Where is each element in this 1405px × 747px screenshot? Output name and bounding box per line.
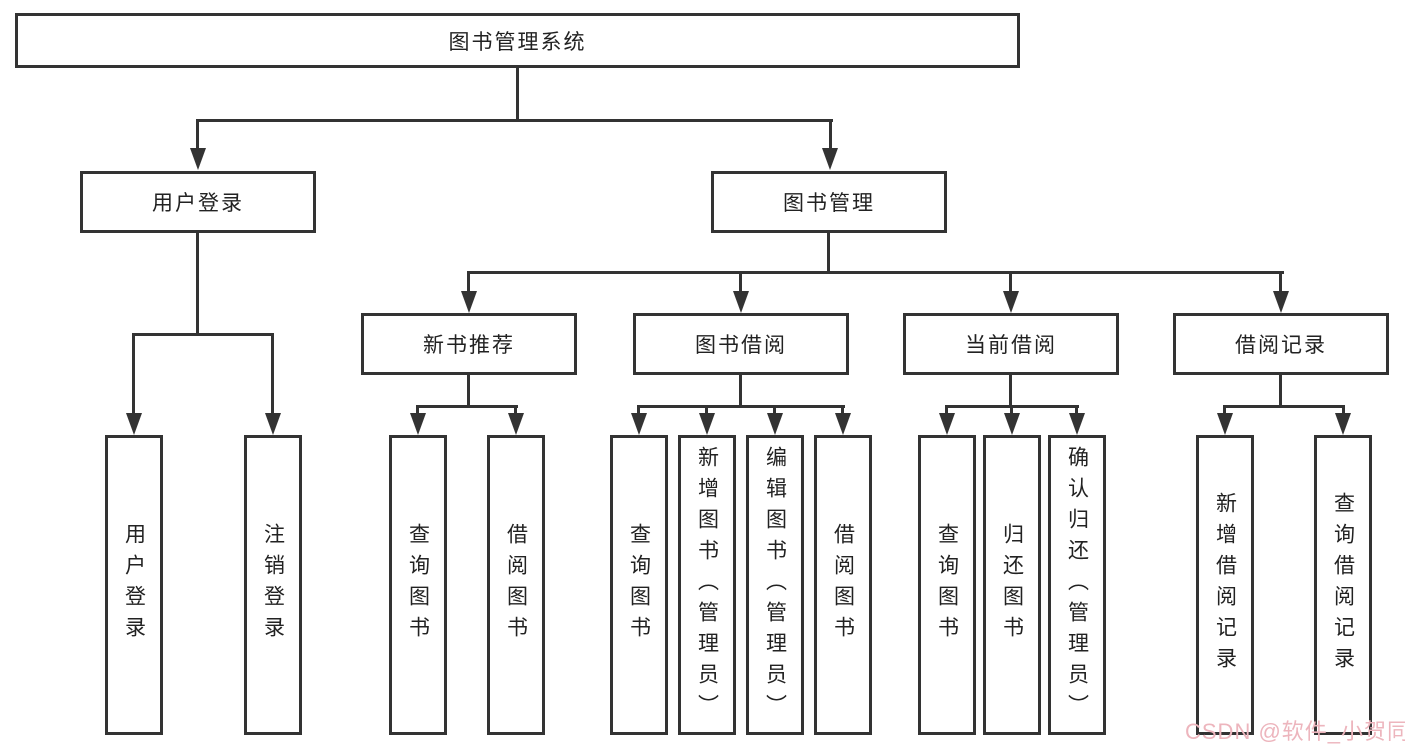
connector-line (514, 405, 517, 415)
arrow-down-icon (265, 413, 281, 435)
connector-line (1279, 375, 1282, 408)
node-current-borrow: 当前借阅 (903, 313, 1119, 375)
leaf-return-books-label: 归还图书 (1000, 523, 1024, 647)
connector-line (841, 405, 844, 415)
connector-line (637, 405, 845, 408)
leaf-borrow-books-label: 借阅图书 (831, 523, 855, 647)
leaf-query-borrow-record-label: 查询借阅记录 (1331, 492, 1355, 678)
connector-line (271, 333, 274, 413)
arrow-down-icon (939, 413, 955, 435)
leaf-query-books-recommend: 查询图书 (389, 435, 447, 735)
connector-line (739, 375, 742, 408)
connector-line (1223, 405, 1226, 415)
node-new-book-recommend-label: 新书推荐 (423, 334, 515, 357)
connector-line (196, 119, 199, 151)
connector-line (829, 119, 832, 151)
arrow-down-icon (1003, 291, 1019, 313)
connector-line (1223, 405, 1345, 408)
leaf-query-books-borrow-label: 查询图书 (627, 523, 651, 647)
leaf-borrow-books-recommend: 借阅图书 (487, 435, 545, 735)
node-user-login-label: 用户登录 (152, 192, 244, 215)
leaf-user-login: 用户登录 (105, 435, 163, 735)
leaf-logout-label: 注销登录 (261, 523, 285, 647)
connector-line (1009, 271, 1012, 293)
arrow-down-icon (767, 413, 783, 435)
root-node-label: 图书管理系统 (448, 30, 587, 54)
connector-line (1279, 271, 1282, 293)
leaf-user-login-label: 用户登录 (122, 523, 146, 647)
leaf-confirm-return-admin-label: 确认归还（管理员） (1065, 445, 1089, 725)
root-node-library-system: 图书管理系统 (15, 13, 1020, 68)
arrow-down-icon (508, 413, 524, 435)
connector-line (1342, 405, 1345, 415)
leaf-borrow-books: 借阅图书 (814, 435, 872, 735)
connector-line (196, 119, 833, 122)
connector-line (945, 405, 948, 415)
connector-line (467, 375, 470, 408)
node-book-management: 图书管理 (711, 171, 947, 233)
connector-line (516, 68, 519, 121)
connector-line (637, 405, 640, 415)
leaf-logout: 注销登录 (244, 435, 302, 735)
connector-line (196, 233, 199, 335)
arrow-down-icon (190, 148, 206, 170)
leaf-add-books-admin-label: 新增图书（管理员） (695, 445, 719, 725)
arrow-down-icon (461, 291, 477, 313)
leaf-query-books-borrow: 查询图书 (610, 435, 668, 735)
node-new-book-recommend: 新书推荐 (361, 313, 577, 375)
arrow-down-icon (1273, 291, 1289, 313)
leaf-edit-books-admin: 编辑图书（管理员） (746, 435, 804, 735)
leaf-edit-books-admin-label: 编辑图书（管理员） (763, 445, 787, 725)
leaf-query-borrow-record: 查询借阅记录 (1314, 435, 1372, 735)
connector-line (132, 333, 274, 336)
node-book-management-label: 图书管理 (783, 192, 875, 215)
arrow-down-icon (733, 291, 749, 313)
arrow-down-icon (822, 148, 838, 170)
connector-line (773, 405, 776, 415)
csdn-watermark: CSDN @软件_小贺同学 (1185, 719, 1405, 744)
node-book-borrow: 图书借阅 (633, 313, 849, 375)
node-book-borrow-label: 图书借阅 (695, 334, 787, 357)
leaf-add-books-admin: 新增图书（管理员） (678, 435, 736, 735)
connector-line (1010, 405, 1013, 415)
arrow-down-icon (1004, 413, 1020, 435)
node-borrow-records: 借阅记录 (1173, 313, 1389, 375)
connector-line (467, 271, 470, 293)
connector-line (467, 271, 1284, 274)
leaf-query-books-current-label: 查询图书 (935, 523, 959, 647)
node-user-login: 用户登录 (80, 171, 316, 233)
node-current-borrow-label: 当前借阅 (965, 334, 1057, 357)
arrow-down-icon (126, 413, 142, 435)
arrow-down-icon (1069, 413, 1085, 435)
arrow-down-icon (1335, 413, 1351, 435)
connector-line (705, 405, 708, 415)
arrow-down-icon (410, 413, 426, 435)
node-borrow-records-label: 借阅记录 (1235, 334, 1327, 357)
connector-line (416, 405, 518, 408)
leaf-add-borrow-record: 新增借阅记录 (1196, 435, 1254, 735)
arrow-down-icon (631, 413, 647, 435)
arrow-down-icon (1217, 413, 1233, 435)
connector-line (416, 405, 419, 415)
connector-line (1009, 375, 1012, 408)
connector-line (827, 233, 830, 273)
leaf-add-borrow-record-label: 新增借阅记录 (1213, 492, 1237, 678)
leaf-confirm-return-admin: 确认归还（管理员） (1048, 435, 1106, 735)
connector-line (739, 271, 742, 293)
leaf-return-books: 归还图书 (983, 435, 1041, 735)
leaf-query-books-current: 查询图书 (918, 435, 976, 735)
arrow-down-icon (699, 413, 715, 435)
connector-line (132, 333, 135, 413)
arrow-down-icon (835, 413, 851, 435)
connector-line (1075, 405, 1078, 415)
leaf-borrow-books-recommend-label: 借阅图书 (504, 523, 528, 647)
leaf-query-books-recommend-label: 查询图书 (406, 523, 430, 647)
